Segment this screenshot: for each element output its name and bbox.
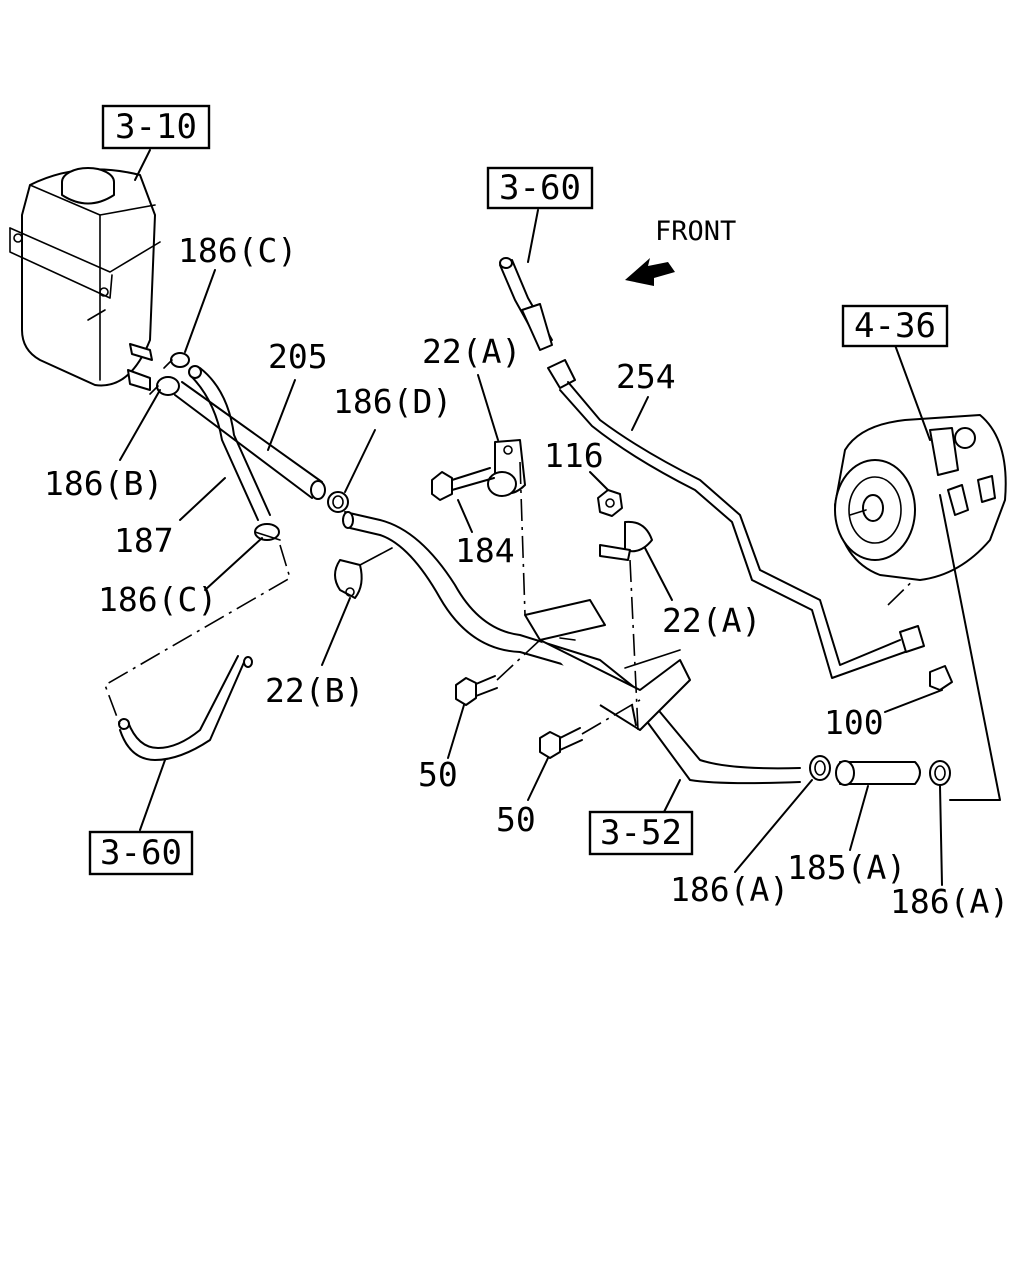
return-pipe	[342, 511, 801, 785]
mounting-bracket	[524, 599, 691, 731]
label-22b: 22(B)	[265, 671, 364, 710]
lower-ref-box	[88, 830, 194, 876]
tank-ref-box	[101, 104, 211, 150]
nut-116	[597, 489, 623, 517]
label-184: 184	[455, 531, 515, 570]
clamp-186d	[327, 491, 349, 513]
label-186c-low: 186(C)	[98, 580, 217, 619]
pump-ref-leader	[894, 344, 931, 441]
label-186a-left: 186(A)	[670, 870, 789, 909]
label-205: 205	[268, 337, 328, 376]
pump-ref-label: 4-36	[854, 306, 936, 346]
label-22a-right: 22(A)	[662, 601, 761, 640]
lower-ref-label: 3-60	[100, 833, 182, 873]
hose-185a	[835, 760, 921, 786]
lower-pipe-leader	[104, 544, 291, 726]
bolt-50-a-leader	[496, 639, 541, 681]
union-100	[929, 665, 953, 691]
lower-ref-leader	[139, 759, 166, 831]
steering-pump	[834, 414, 1007, 581]
clip-22a-top-leader	[519, 461, 526, 616]
label-254: 254	[616, 357, 676, 396]
bolt-50-b-leader	[581, 699, 641, 735]
clamp-186a-right	[929, 760, 951, 786]
label-22a-top: 22(A)	[422, 332, 521, 371]
label-186c-top: 186(C)	[178, 231, 297, 270]
label-50-b: 50	[496, 800, 536, 839]
label-187: 187	[114, 521, 174, 560]
clip-22a-right-leader	[629, 559, 639, 731]
upper-ref-label: 3-60	[499, 168, 581, 208]
label-185a: 185(A)	[787, 848, 906, 887]
hose-185a-leader	[939, 494, 1001, 801]
upper-pipe	[499, 257, 553, 351]
cooler-ref-label: 3-52	[600, 813, 682, 853]
pressure-line-254	[547, 359, 925, 679]
clamp-186c-top	[163, 352, 190, 369]
clamp-186a-left	[809, 755, 831, 781]
label-186b: 186(B)	[44, 464, 163, 503]
leader-lines	[119, 269, 943, 886]
label-186d: 186(D)	[333, 382, 452, 421]
union-100-leader	[887, 519, 976, 606]
label-116: 116	[544, 436, 604, 475]
tank-ref-leader	[134, 149, 151, 181]
bolt-184	[431, 467, 495, 501]
bracket-stud	[631, 704, 637, 726]
label-100: 100	[824, 703, 884, 742]
bolt-50-a	[455, 675, 498, 706]
front-arrow-icon	[625, 258, 675, 286]
reservoir-tank	[9, 167, 161, 391]
clamp-186b	[149, 376, 180, 396]
pump-ref-box	[841, 304, 949, 348]
upper-ref-leader	[527, 209, 539, 263]
clip-22b	[334, 547, 393, 599]
clamp-186c-lower	[254, 523, 281, 541]
hose-205	[174, 381, 326, 500]
hose-187	[188, 365, 271, 521]
label-186a-right: 186(A)	[890, 882, 1009, 921]
cooler-ref-box	[588, 810, 694, 856]
tank-ref-label: 3-10	[115, 107, 197, 147]
bolt-50-b	[539, 727, 583, 759]
lower-pipe	[118, 655, 253, 761]
front-label: FRONT	[655, 216, 736, 247]
upper-ref-box	[486, 166, 594, 210]
clip-22a-right	[599, 520, 653, 561]
label-50-a: 50	[418, 755, 458, 794]
